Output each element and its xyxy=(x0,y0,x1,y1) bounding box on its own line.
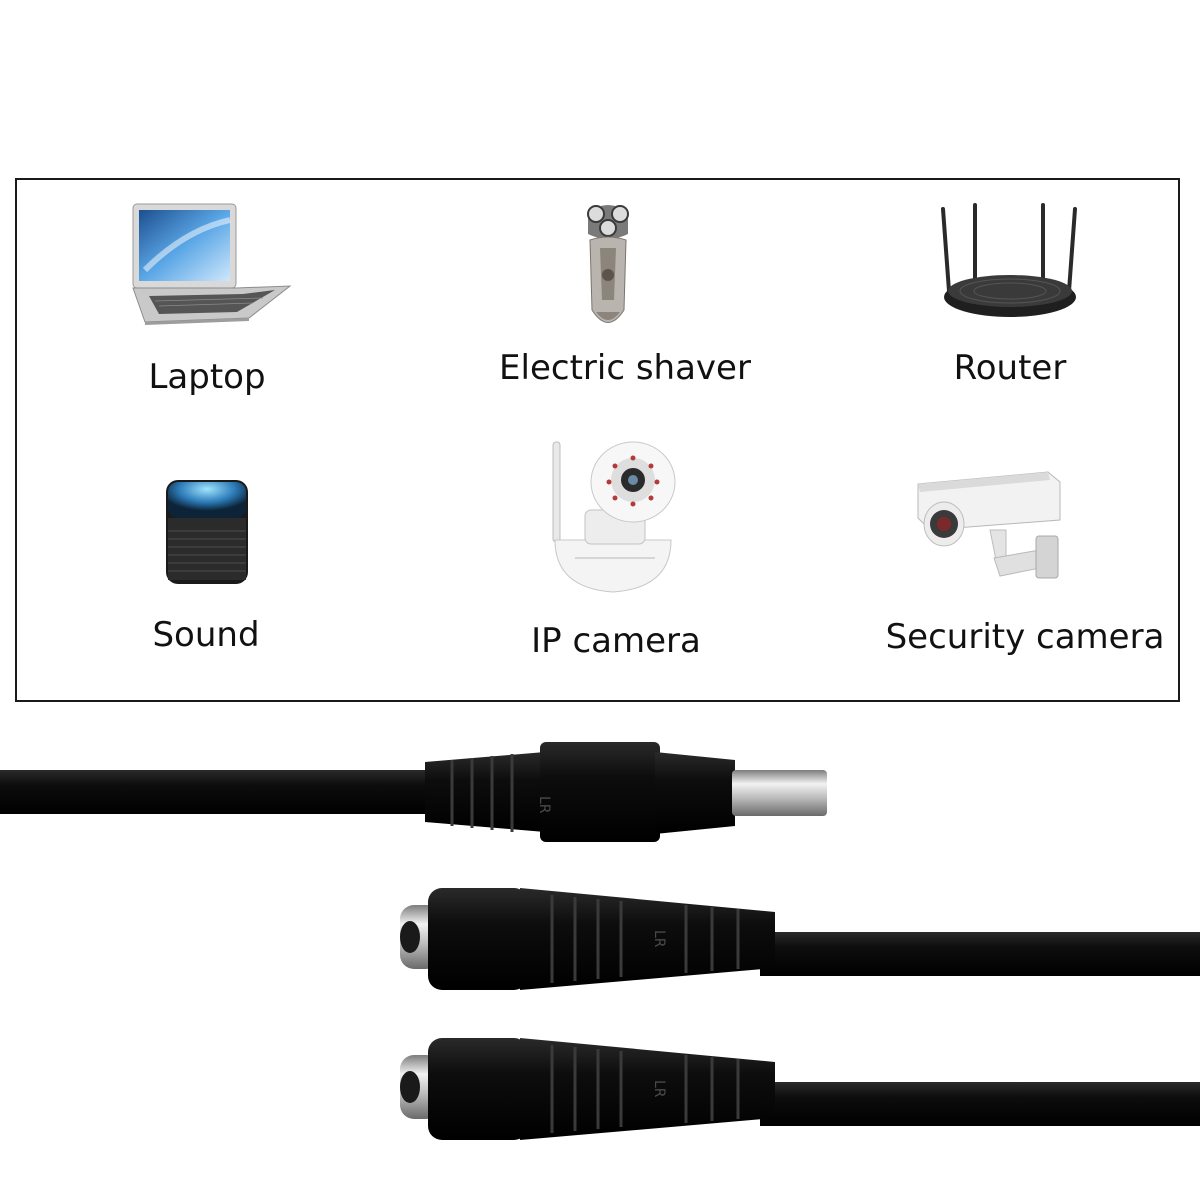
male-plug-marking: LR xyxy=(536,796,552,814)
device-label-electric-shaver: Electric shaver xyxy=(499,348,751,388)
female-dc-jack-1: LR xyxy=(400,888,1200,990)
male-dc-plug: LR xyxy=(0,742,827,842)
router-icon xyxy=(941,203,1077,317)
device-label-security-camera: Security camera xyxy=(885,617,1165,657)
ip-camera-icon xyxy=(552,441,676,593)
speaker-icon xyxy=(166,480,248,584)
female-jack-1-marking: LR xyxy=(651,930,667,948)
female-dc-jack-2: LR xyxy=(400,1038,1200,1140)
device-label-router: Router xyxy=(953,348,1067,388)
device-label-laptop: Laptop xyxy=(148,357,266,397)
female-jack-2-marking: LR xyxy=(651,1080,667,1098)
device-label-sound: Sound xyxy=(152,615,260,655)
electric-shaver-icon xyxy=(587,205,629,323)
security-camera-icon xyxy=(917,471,1061,579)
laptop-icon xyxy=(132,203,292,325)
compatible-devices-panel xyxy=(15,178,1180,702)
device-label-ip-camera: IP camera xyxy=(531,621,701,661)
dc-power-splitter-cable: LR LR LR xyxy=(0,742,1200,1140)
